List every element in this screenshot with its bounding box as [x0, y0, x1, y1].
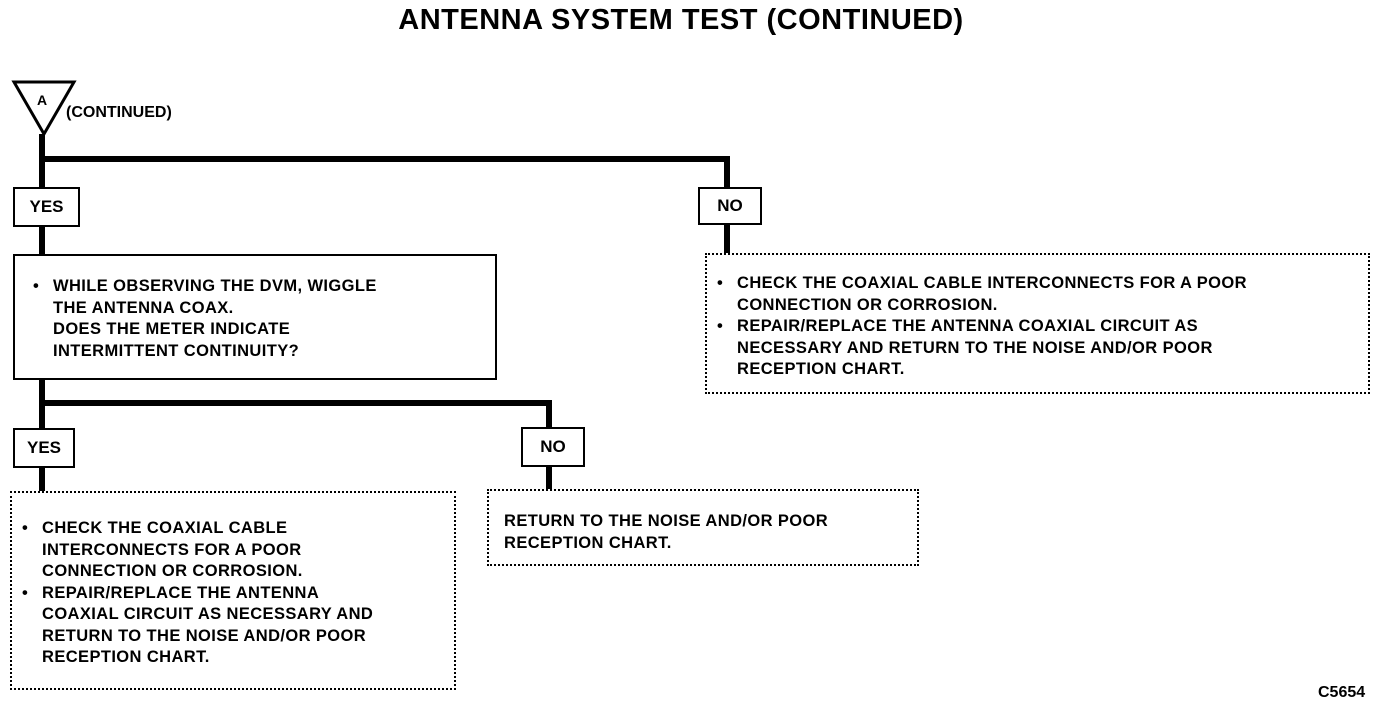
bottom-yes-item-text: REPAIR/REPLACE THE ANTENNA COAXIAL CIRCU…: [42, 583, 373, 669]
bottom-yes-line: COAXIAL CIRCUIT AS NECESSARY AND: [42, 605, 374, 623]
question-box: • WHILE OBSERVING THE DVM, WIGGLE THE AN…: [13, 254, 497, 380]
bottom-yes-bullet-item: • REPAIR/REPLACE THE ANTENNA COAXIAL CIR…: [22, 583, 454, 669]
top-no-line: NECESSARY AND RETURN TO THE NOISE AND/OR…: [737, 338, 1213, 357]
diagram-title: ANTENNA SYSTEM TEST (CONTINUED): [398, 4, 964, 36]
bottom-yes-line: RETURN TO THE NOISE AND/OR POOR: [42, 626, 367, 645]
bullet-marker: •: [22, 519, 29, 537]
top-no-item-text: REPAIR/REPLACE THE ANTENNA COAXIAL CIRCU…: [737, 316, 1213, 381]
bottom-no-text-block: RETURN TO THE NOISE AND/OR POOR RECEPTIO…: [504, 511, 917, 554]
bottom-yes-line: RECEPTION CHART.: [42, 648, 210, 666]
top-yes-text: YES: [29, 197, 64, 216]
bullet-marker: •: [22, 583, 29, 602]
figure-code: C5654: [1318, 684, 1366, 701]
bottom-yes-text: YES: [26, 438, 62, 457]
connector-continued-label: (CONTINUED): [66, 104, 172, 121]
question-text: WHILE OBSERVING THE DVM, WIGGLE THE ANTE…: [53, 276, 377, 362]
top-no-text: NO: [717, 196, 743, 215]
top-no-label: NO: [698, 187, 762, 225]
bullet-marker: •: [717, 274, 724, 292]
question-line: INTERMITTENT CONTINUITY?: [53, 341, 300, 360]
bullet-marker: •: [33, 277, 40, 295]
bottom-yes-line: REPAIR/REPLACE THE ANTENNA: [42, 583, 320, 602]
bottom-no-label: NO: [521, 427, 585, 467]
bullet-marker: •: [717, 317, 724, 335]
bottom-yes-bullet-item: • CHECK THE COAXIAL CABLE INTERCONNECTS …: [22, 518, 454, 583]
connector-letter: A: [36, 92, 48, 108]
top-yes-label: YES: [13, 187, 80, 227]
top-no-bullet-item: • CHECK THE COAXIAL CABLE INTERCONNECTS …: [717, 273, 1368, 316]
top-no-line: CONNECTION OR CORROSION.: [737, 295, 998, 314]
bottom-no-line: RECEPTION CHART.: [504, 533, 672, 552]
top-no-line: RECEPTION CHART.: [737, 360, 905, 378]
question-line: WHILE OBSERVING THE DVM, WIGGLE: [53, 277, 377, 295]
bottom-yes-item-text: CHECK THE COAXIAL CABLE INTERCONNECTS FO…: [42, 518, 303, 583]
bottom-yes-result-box: • CHECK THE COAXIAL CABLE INTERCONNECTS …: [10, 491, 456, 690]
question-bullet-item: • WHILE OBSERVING THE DVM, WIGGLE THE AN…: [33, 276, 495, 362]
connector-triangle-icon: [11, 80, 77, 138]
bottom-yes-label: YES: [13, 428, 75, 468]
question-line: DOES THE METER INDICATE: [53, 320, 291, 338]
bottom-yes-line: INTERCONNECTS FOR A POOR: [42, 540, 302, 559]
bottom-no-result-box: RETURN TO THE NOISE AND/OR POOR RECEPTIO…: [487, 489, 919, 566]
question-line: THE ANTENNA COAX.: [53, 298, 234, 317]
bottom-yes-line: CONNECTION OR CORROSION.: [42, 562, 303, 580]
top-no-bullet-item: • REPAIR/REPLACE THE ANTENNA COAXIAL CIR…: [717, 316, 1368, 381]
bottom-no-text: NO: [540, 437, 566, 456]
top-no-line: REPAIR/REPLACE THE ANTENNA COAXIAL CIRCU…: [737, 317, 1199, 335]
top-no-result-box: • CHECK THE COAXIAL CABLE INTERCONNECTS …: [705, 253, 1370, 394]
top-no-item-text: CHECK THE COAXIAL CABLE INTERCONNECTS FO…: [737, 273, 1247, 316]
bottom-no-line: RETURN TO THE NOISE AND/OR POOR: [504, 512, 829, 530]
bottom-yes-line: CHECK THE COAXIAL CABLE: [42, 519, 288, 537]
top-no-line: CHECK THE COAXIAL CABLE INTERCONNECTS FO…: [737, 274, 1247, 292]
